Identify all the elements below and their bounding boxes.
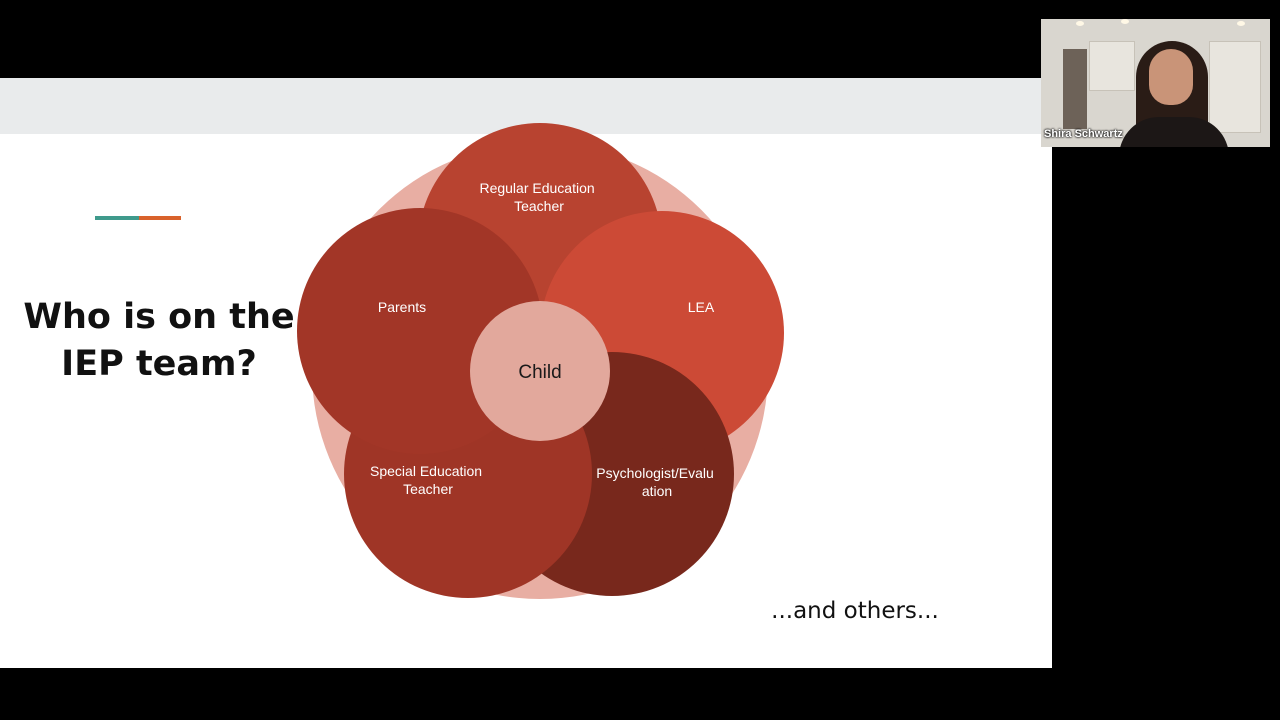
label-special-education-teacher: Special Education Teacher bbox=[370, 463, 486, 497]
presentation-slide: Who is on the IEP team? Regular Educatio… bbox=[0, 78, 1052, 668]
iep-team-diagram: Regular Education Teacher LEA Psychologi… bbox=[297, 123, 784, 599]
accent-bar-orange bbox=[139, 216, 181, 220]
and-others-text: ...and others... bbox=[771, 598, 939, 624]
ceiling-light bbox=[1237, 21, 1245, 26]
ceiling-light bbox=[1076, 21, 1084, 26]
participant-face bbox=[1149, 49, 1193, 105]
label-lea: LEA bbox=[688, 299, 715, 315]
circle-child bbox=[470, 301, 610, 441]
label-child: Child bbox=[518, 362, 561, 383]
bookshelf bbox=[1063, 49, 1087, 129]
participant-video-tile[interactable]: Shira Schwartz bbox=[1041, 19, 1270, 147]
kitchen-cabinet-right bbox=[1209, 41, 1261, 133]
kitchen-cabinet bbox=[1089, 41, 1135, 91]
ceiling-light bbox=[1121, 19, 1129, 24]
label-regular-education-teacher: Regular Education Teacher bbox=[479, 180, 598, 214]
label-psychologist: Psychologist/Evalu ation bbox=[596, 465, 717, 499]
label-parents: Parents bbox=[378, 299, 426, 315]
participant-name-tag: Shira Schwartz bbox=[1044, 128, 1123, 140]
slide-title: Who is on the IEP team? bbox=[23, 297, 295, 384]
accent-bar-teal bbox=[95, 216, 139, 220]
